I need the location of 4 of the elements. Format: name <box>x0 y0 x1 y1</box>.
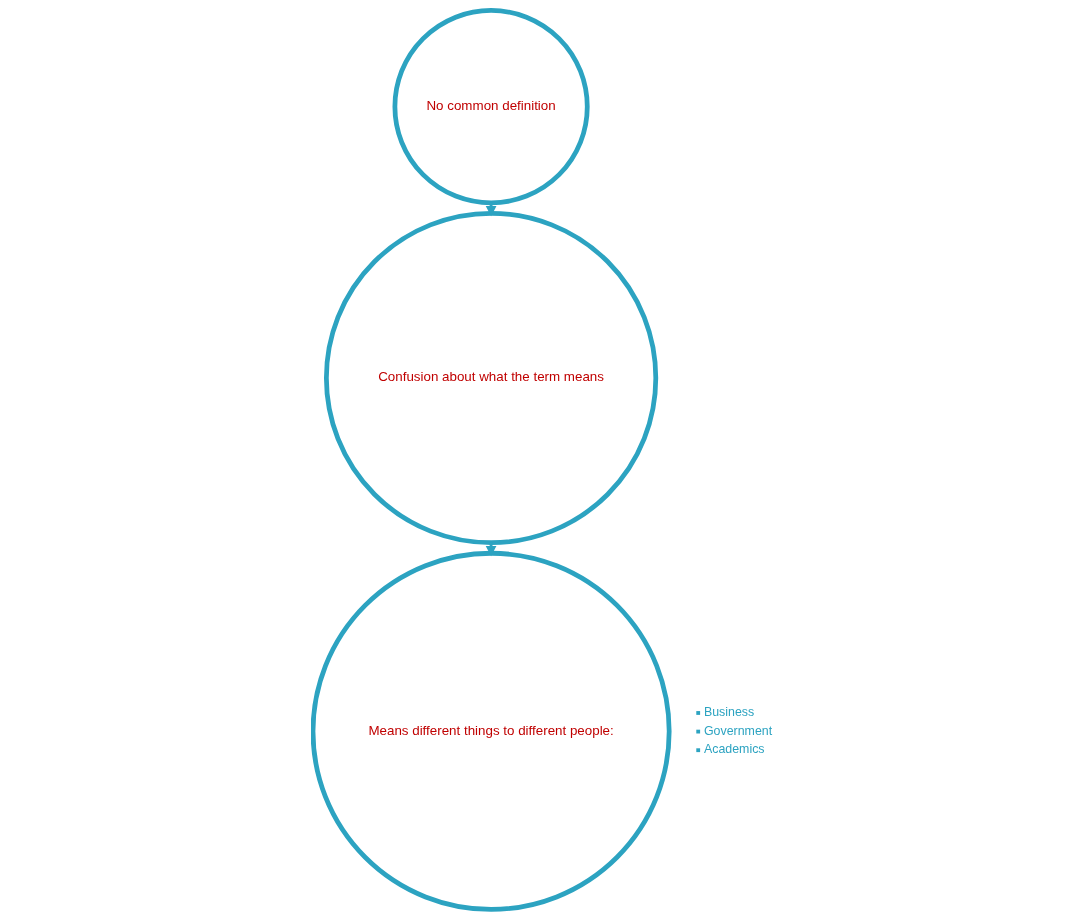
node-label: Academics <box>703 742 765 757</box>
node-label: Business <box>703 704 755 719</box>
node-label: Government <box>703 723 773 738</box>
node-circle: Means different things to different people: <box>311 550 672 912</box>
